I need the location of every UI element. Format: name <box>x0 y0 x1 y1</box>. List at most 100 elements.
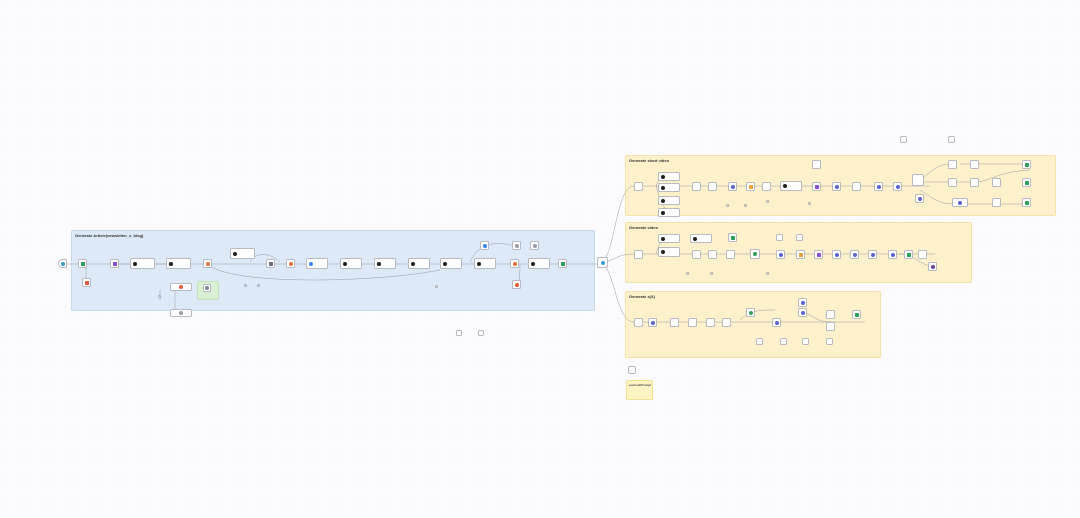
gmail-node[interactable] <box>82 278 91 287</box>
wait-node-2[interactable] <box>530 241 539 250</box>
ai-agent-node-2[interactable] <box>166 258 191 269</box>
sv-trigger-node[interactable] <box>634 182 643 191</box>
v-http-node-1[interactable] <box>776 250 785 259</box>
sv-http-node-5[interactable] <box>915 194 924 203</box>
x-node-d[interactable] <box>722 318 731 327</box>
sv-sheet-node-2[interactable] <box>1022 178 1031 187</box>
sub-connector-3[interactable] <box>257 284 260 287</box>
ai-agent-node-6[interactable] <box>408 258 430 269</box>
v-node-a[interactable] <box>692 250 701 259</box>
sv-node-e[interactable] <box>852 182 861 191</box>
sv-sub-connector-2[interactable] <box>744 204 747 207</box>
sv-edit-node[interactable] <box>812 182 821 191</box>
v-sheet-node-2[interactable] <box>904 250 913 259</box>
sub-connector-2[interactable] <box>244 284 247 287</box>
sheet-write-node[interactable] <box>558 259 567 268</box>
group-generate-x[interactable]: Generate x(X) <box>625 291 881 358</box>
highlight-node[interactable] <box>203 284 211 292</box>
v-sheet-node[interactable] <box>728 233 737 242</box>
sv-http-node-6[interactable] <box>952 198 968 207</box>
sv-openai-node-1[interactable] <box>658 172 680 181</box>
x-node-i[interactable] <box>802 338 809 345</box>
sv-sub-connector-1[interactable] <box>726 204 729 207</box>
sheet-read-node[interactable] <box>78 259 87 268</box>
code-node-4[interactable] <box>512 280 521 289</box>
ai-agent-node-5[interactable] <box>374 258 396 269</box>
sv-node-j[interactable] <box>992 178 1001 187</box>
v-http-node-4[interactable] <box>868 250 877 259</box>
sv-sub-connector-3[interactable] <box>766 200 769 203</box>
x-node-g[interactable] <box>756 338 763 345</box>
sv-sheet-node-3[interactable] <box>1022 198 1031 207</box>
x-loop-node[interactable] <box>746 308 755 317</box>
sv-top-node[interactable] <box>812 160 821 169</box>
sv-openai-node-3[interactable] <box>658 196 680 205</box>
router-node[interactable] <box>597 257 608 268</box>
ai-agent-node-7[interactable] <box>440 258 462 269</box>
ai-agent-node-1[interactable] <box>130 258 155 269</box>
sv-node-a[interactable] <box>692 182 701 191</box>
ai-agent-node-9[interactable] <box>528 258 550 269</box>
v-node-d[interactable] <box>796 250 805 259</box>
v-node-e[interactable] <box>918 250 927 259</box>
sv-openai-node-5[interactable] <box>780 181 802 191</box>
wait-node-1[interactable] <box>512 241 521 250</box>
http-node-1[interactable] <box>306 258 328 269</box>
sv-node-k[interactable] <box>992 198 1001 207</box>
sv-http-node-3[interactable] <box>874 182 883 191</box>
v-loop-node[interactable] <box>750 249 760 259</box>
v-trigger-node[interactable] <box>634 250 643 259</box>
sv-openai-node-2[interactable] <box>658 183 680 192</box>
sticky-note[interactable]: postsubPrompt <box>626 380 653 400</box>
ai-model-node-1[interactable] <box>170 283 192 291</box>
v-node-b[interactable] <box>708 250 717 259</box>
x-http-node-4[interactable] <box>798 308 807 317</box>
float-node-3[interactable] <box>456 330 462 336</box>
v-node-c[interactable] <box>726 250 735 259</box>
v-http-node-2[interactable] <box>832 250 841 259</box>
float-node-2[interactable] <box>948 136 955 143</box>
ai-model-node-2[interactable] <box>170 309 192 317</box>
edit-fields-node[interactable] <box>110 259 119 268</box>
note-header-node[interactable] <box>628 366 636 374</box>
http-node-2[interactable] <box>480 241 489 250</box>
v-sub-connector-2[interactable] <box>710 272 713 275</box>
x-node-h[interactable] <box>780 338 787 345</box>
x-http-node-3[interactable] <box>798 298 807 307</box>
v-top-node-2[interactable] <box>796 234 803 241</box>
sv-node-h[interactable] <box>948 178 957 187</box>
v-top-node-1[interactable] <box>776 234 783 241</box>
schedule-trigger-node[interactable] <box>58 259 67 268</box>
code-node-1[interactable] <box>203 259 212 268</box>
sub-connector-4[interactable] <box>435 285 438 288</box>
x-node-c[interactable] <box>706 318 715 327</box>
x-node-e[interactable] <box>826 310 835 319</box>
sv-openai-node-4[interactable] <box>658 208 680 217</box>
x-node-f[interactable] <box>826 322 835 331</box>
v-http-node-5[interactable] <box>888 250 897 259</box>
sv-http-node-2[interactable] <box>832 182 841 191</box>
sv-sheet-node-1[interactable] <box>1022 160 1031 169</box>
sv-http-node-4[interactable] <box>893 182 902 191</box>
x-trigger-node[interactable] <box>634 318 643 327</box>
x-http-node-2[interactable] <box>772 318 781 327</box>
float-node-1[interactable] <box>900 136 907 143</box>
ai-agent-node-8[interactable] <box>474 258 496 269</box>
code-node-2[interactable] <box>286 259 295 268</box>
x-sheet-node[interactable] <box>852 310 861 319</box>
v-final-node[interactable] <box>928 262 937 271</box>
sub-connector-1[interactable] <box>158 295 161 298</box>
sv-node-d[interactable] <box>762 182 771 191</box>
x-node-a[interactable] <box>670 318 679 327</box>
float-node-4[interactable] <box>478 330 484 336</box>
ai-agent-node-4[interactable] <box>340 258 362 269</box>
v-edit-node[interactable] <box>814 250 823 259</box>
x-node-j[interactable] <box>826 338 833 345</box>
sv-switch-node[interactable] <box>912 174 924 186</box>
sv-http-node-1[interactable] <box>728 182 737 191</box>
code-node-3[interactable] <box>510 259 519 268</box>
sv-node-c[interactable] <box>746 182 755 191</box>
v-sub-connector-3[interactable] <box>766 272 769 275</box>
v-http-node-3[interactable] <box>850 250 859 259</box>
